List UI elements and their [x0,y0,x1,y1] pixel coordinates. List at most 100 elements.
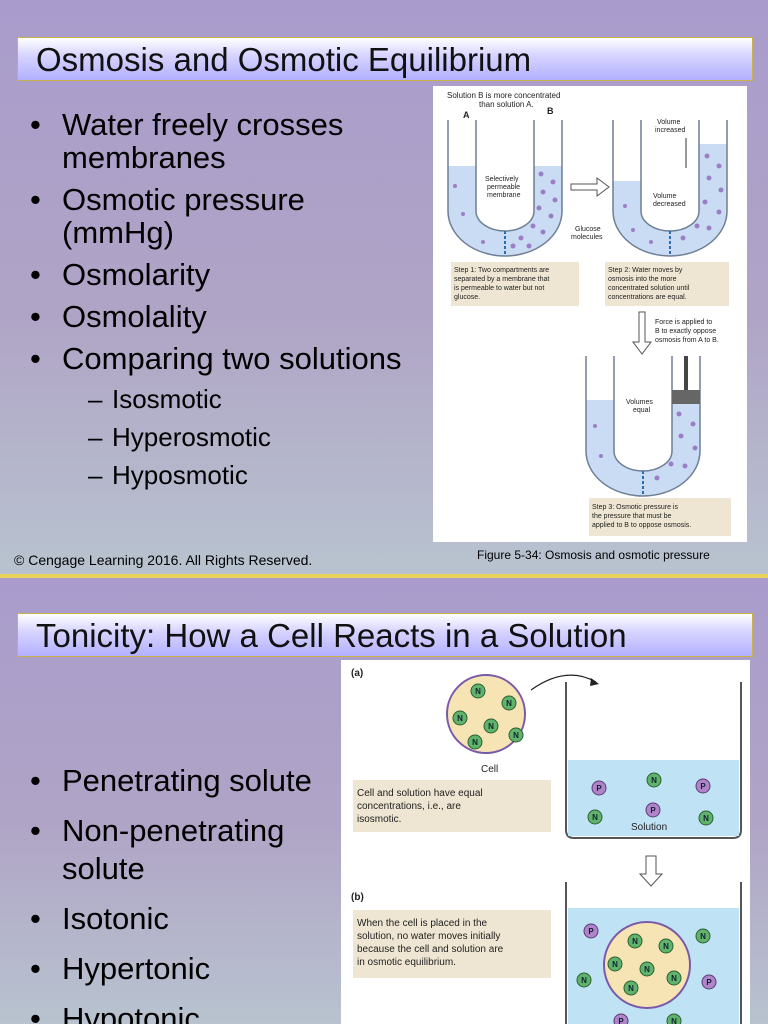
slide-tonicity: Tonicity: How a Cell Reacts in a Solutio… [0,578,768,1024]
bullet-list: Water freely crosses membranes Osmotic p… [16,108,416,498]
cell [446,674,526,754]
n-label: N [457,714,463,723]
volume-increased-label: increased [655,127,685,134]
n-label: N [581,976,587,985]
figure-note: than solution A. [479,100,534,109]
slide-title-box: Tonicity: How a Cell Reacts in a Solutio… [17,613,753,657]
sub-bullet-item: Isosmotic [16,384,416,414]
force-text: osmosis from A to B. [655,337,719,344]
figure-caption: Figure 5-34: Osmosis and osmotic pressur… [477,548,710,562]
bullet-item: Osmotic pressure (mmHg) [16,183,416,249]
info-text-a: Cell and solution have equal [357,788,483,799]
step2-text: concentrated solution until [608,285,690,292]
info-text-b: because the cell and solution are [357,944,504,955]
bullet-item: Water freely crosses membranes [16,108,416,174]
info-box-b [353,910,551,978]
bullet-item: Osmolality [16,300,416,333]
bullet-item: Comparing two solutions [16,342,416,375]
n-label: N [513,731,519,740]
step3-box [589,498,731,536]
bullet-item: Osmolarity [16,258,416,291]
beaker [565,882,742,1024]
n-label: N [475,687,481,696]
info-text-a: concentrations, i.e., are [357,801,461,812]
info-text-b: in osmotic equilibrium. [357,957,456,968]
p-label: P [618,1017,624,1024]
step1-text: glucose. [454,294,480,301]
label-b: B [547,106,554,116]
p-label: P [588,927,594,936]
force-text: B to exactly oppose [655,328,716,335]
volume-decreased-label: Volume [653,193,676,200]
volumes-equal-label: equal [633,407,651,414]
bullet-item: Non-penetrating solute [16,812,346,888]
solution-label: Solution [631,822,667,833]
solute-dots [623,153,724,244]
slide-title-box: Osmosis and Osmotic Equilibrium [17,37,753,81]
piston [672,390,700,404]
step3-text: Step 3: Osmotic pressure is [592,504,678,511]
step1-text: separated by a membrane that [454,276,549,283]
slide-title: Osmosis and Osmotic Equilibrium [36,41,532,78]
step3-text: the pressure that must be [592,513,671,520]
n-label: N [651,776,657,785]
info-box-a [353,780,551,832]
step1-text: Step 1: Two compartments are [454,267,549,274]
n-label: N [703,814,709,823]
bullet-item: Isotonic [16,900,346,938]
slide-divider [0,574,768,578]
right-arrow-icon [570,177,610,197]
u-tube [612,120,728,257]
sub-bullet-item: Hyperosmotic [16,422,416,452]
n-label: N [700,932,706,941]
n-label: N [628,984,634,993]
n-label: N [663,942,669,951]
solute-dots [593,411,698,481]
osmosis-figure: Solution B is more concentrated than sol… [433,86,747,542]
figure-note: Solution B is more concentrated [447,91,560,100]
volume-increased-label: Volume [657,119,680,126]
bullet-item: Hypotonic [16,1000,346,1024]
info-text-b: solution, no water moves initially [357,931,500,942]
p-label: P [706,978,712,987]
n-particles [452,683,524,750]
beaker [565,682,742,839]
n-label: N [488,722,494,731]
step2-text: Step 2: Water moves by [608,267,683,274]
membrane-label: permeable [487,184,520,191]
glucose-label: Glucose [575,226,601,233]
glucose-label: molecules [571,234,603,241]
n-label: N [644,965,650,974]
volume-decreased-label: decreased [653,201,686,208]
n-label: N [592,813,598,822]
membrane-label: Selectively [485,176,519,183]
step1-text: is permeable to water but not [454,285,544,292]
p-label: P [700,782,706,791]
water-fill [586,400,700,496]
arrow-head [590,678,599,686]
n-label: N [612,960,618,969]
step3-text: applied to B to oppose osmosis. [592,522,691,529]
volumes-equal-label: Volumes [626,399,653,406]
step2-text: concentrations are equal. [608,294,687,301]
water-fill [448,166,562,256]
cell-label: Cell [481,764,498,775]
bullet-item: Hypertonic [16,950,346,988]
n-label: N [671,974,677,983]
down-arrow-icon [632,311,652,355]
cell-particles [576,923,717,1024]
sub-bullet-item: Hyposmotic [16,460,416,490]
info-text-b: When the cell is placed in the [357,918,488,929]
n-label: N [671,1017,677,1024]
label-b: (b) [351,892,364,903]
n-label: N [472,738,478,747]
solute-dots [453,171,558,249]
p-label: P [650,806,656,815]
n-label: N [506,699,512,708]
force-text: Force is applied to [655,319,712,326]
n-label: N [632,937,638,946]
label-a: (a) [351,668,363,679]
slide-title: Tonicity: How a Cell Reacts in a Solutio… [36,617,627,654]
solution-particles [587,772,714,826]
slide-osmosis: Osmosis and Osmotic Equilibrium Water fr… [0,0,768,574]
